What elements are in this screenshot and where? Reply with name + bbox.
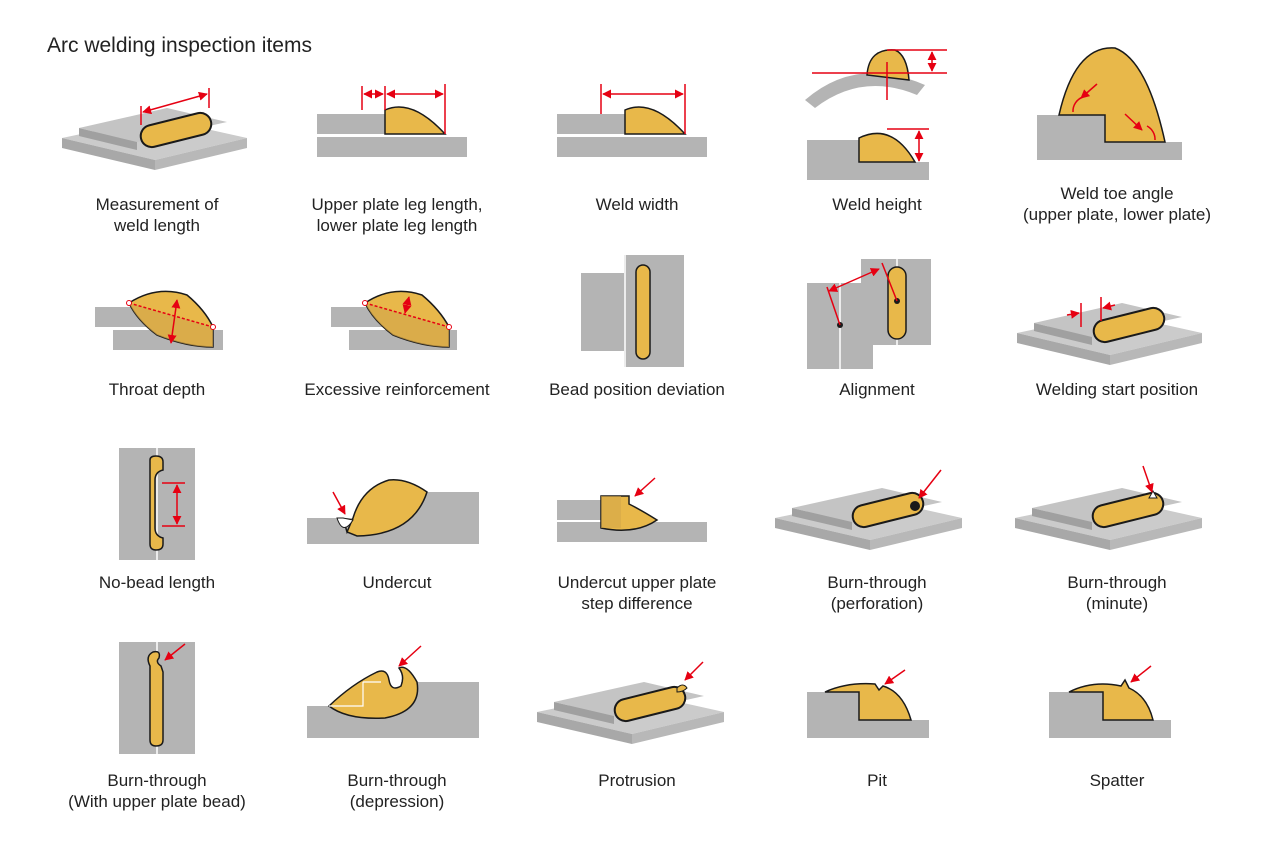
item-label: Pit: [867, 771, 887, 790]
item-no-bead-length: No-bead length: [37, 440, 277, 630]
leg-length-illustration: [317, 84, 467, 157]
item-label: Upper plate leg length,lower plate leg l…: [311, 195, 483, 235]
item-label: Welding start position: [1035, 380, 1199, 399]
item-burn-through-depression: Burn-through(depression): [277, 636, 517, 826]
item-label: Spatter: [1089, 771, 1145, 790]
item-burn-through-upper-bead: Burn-through(With upper plate bead): [37, 636, 277, 826]
burn-through-depression-illustration: [307, 645, 479, 738]
item-spatter: Spatter: [997, 636, 1237, 826]
excessive-reinforcement-illustration: [331, 290, 457, 350]
item-start-position: Welding start position: [997, 255, 1237, 445]
weld-width-illustration: [557, 84, 707, 157]
protrusion-illustration: [537, 661, 724, 744]
item-label: Weld width: [595, 195, 679, 214]
item-label: No-bead length: [98, 573, 216, 592]
item-burn-through-minute: Burn-through(minute): [997, 440, 1237, 630]
item-label: Protrusion: [598, 771, 676, 790]
pit-illustration: [807, 669, 929, 738]
item-burn-through-perforation: Burn-through(perforation): [757, 440, 997, 630]
item-label: Alignment: [839, 380, 915, 399]
item-throat-depth: Throat depth: [37, 255, 277, 445]
spatter-illustration: [1049, 665, 1171, 738]
no-bead-length-illustration: [119, 448, 195, 560]
item-label: Throat depth: [108, 380, 206, 399]
item-protrusion: Protrusion: [517, 636, 757, 826]
item-undercut: Undercut: [277, 440, 517, 630]
undercut-illustration: [307, 479, 479, 544]
item-toe-angle: Weld toe angle(upper plate, lower plate): [997, 40, 1237, 230]
item-pit: Pit: [757, 636, 997, 826]
weld-length-illustration: [62, 88, 247, 170]
alignment-illustration: [807, 259, 931, 369]
burn-through-upper-bead-illustration: [119, 642, 195, 754]
item-label: Excessive reinforcement: [304, 380, 490, 399]
start-position-illustration: [1017, 297, 1202, 365]
item-weld-height: Weld height: [757, 40, 997, 230]
toe-angle-illustration: [1037, 47, 1182, 160]
burn-through-perforation-illustration: [775, 469, 962, 550]
item-label: Weld height: [832, 195, 922, 214]
undercut-step-illustration: [557, 477, 707, 542]
item-label: Burn-through(With upper plate bead): [68, 771, 246, 811]
item-label: Undercut: [362, 573, 432, 592]
item-excessive-reinforcement: Excessive reinforcement: [277, 255, 517, 445]
item-weld-width: Weld width: [517, 70, 757, 260]
throat-depth-illustration: [95, 290, 223, 350]
page-title: Arc welding inspection items: [47, 34, 312, 57]
weld-height-illustration: [805, 49, 947, 180]
item-label: Bead position deviation: [549, 380, 725, 399]
item-label: Burn-through(perforation): [827, 573, 927, 613]
burn-through-minute-illustration: [1015, 465, 1202, 550]
item-bead-position: Bead position deviation: [517, 245, 757, 435]
item-leg-length: Upper plate leg length,lower plate leg l…: [277, 70, 517, 260]
item-label: Burn-through(minute): [1067, 573, 1167, 613]
bead-position-illustration: [581, 255, 684, 367]
item-alignment: Alignment: [757, 245, 997, 435]
item-label: Weld toe angle(upper plate, lower plate): [1022, 184, 1212, 224]
item-label: Burn-through(depression): [347, 771, 447, 811]
